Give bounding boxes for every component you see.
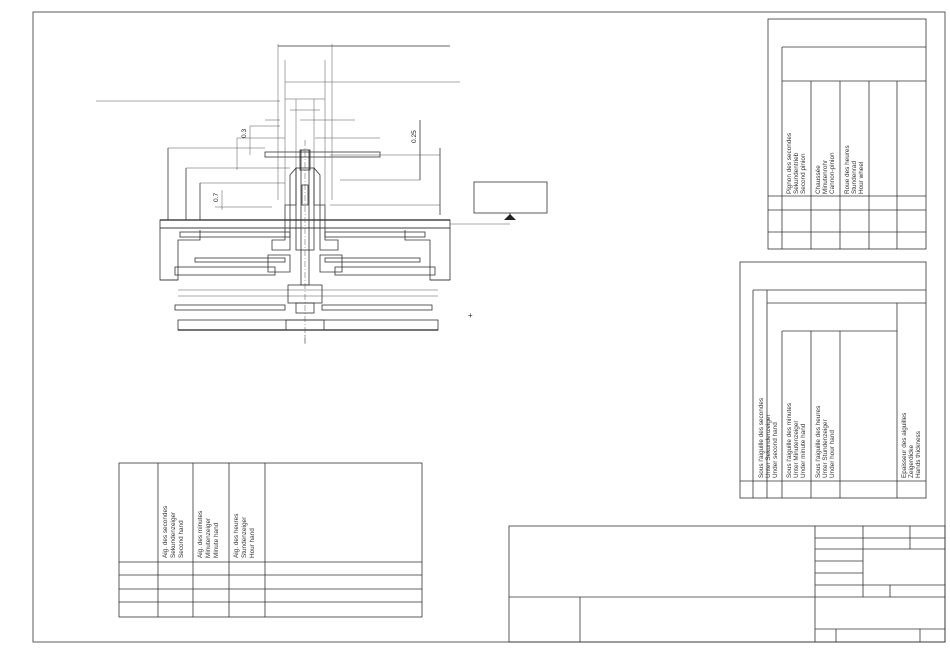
hands-row-minute: Aig. des minutes Minutenzeiger Minute ha… — [197, 511, 220, 558]
hands-fr: Aig. des minutes — [197, 511, 204, 558]
cross-mark: + — [468, 311, 473, 320]
hands-de: Stundenzeiger — [241, 516, 248, 558]
thickness-de: Zeigerdicke — [908, 445, 915, 478]
wheels-row-cannon-pinion: Chaussée Minutenrohr Cannon-pinion — [815, 152, 836, 194]
wheels-fr: Chaussée — [815, 165, 822, 194]
dimension-label-3: 0.25 — [411, 130, 418, 143]
under-row-hour: Sous l'aiguille des heures Unter Stunden… — [815, 406, 836, 478]
under-fr: Sous l'aiguille des heures — [815, 406, 822, 478]
wheels-de: Stundenrad — [851, 161, 858, 194]
thickness-en: Hands thickness — [915, 431, 922, 478]
wheels-de: Minutenrohr — [822, 159, 829, 194]
under-en: Under minute hand — [800, 423, 807, 478]
hands-thickness-header: Epaisseur des aiguilles Zeigerdicke Hand… — [901, 413, 922, 478]
wheels-fr: Pignon des secondes — [786, 133, 793, 194]
datum-triangle-icon — [504, 214, 516, 220]
wheels-en: Cannon-pinion — [829, 152, 836, 194]
wheels-en: Second pinion — [800, 153, 807, 194]
dimension-label-1: 0.3 — [241, 129, 248, 138]
under-de: Unter Sekundenzeiger — [765, 414, 772, 478]
hands-row-hour: Aig. des heures Stundenzeiger Hour hand — [233, 514, 256, 558]
sheet-border — [32, 11, 946, 643]
wheels-en: Hour wheel — [858, 162, 865, 194]
hands-de: Sekundenzeiger — [170, 511, 177, 558]
under-fr: Sous l'aiguille des minutes — [786, 403, 793, 478]
wheels-table: Pignon des secondes Sekundentrieb Second… — [767, 18, 927, 250]
under-row-minute: Sous l'aiguille des minutes Unter Minute… — [786, 403, 807, 478]
wheels-de: Sekundentrieb — [793, 152, 800, 194]
wheels-row-hour-wheel: Roue des heures Stundenrad Hour wheel — [844, 145, 865, 194]
under-de: Unter Minutenzeiger — [793, 420, 800, 478]
hands-en: Minute hand — [213, 522, 220, 558]
dimension-label-2: 0.7 — [213, 193, 220, 202]
hands-de: Minutenzeiger — [205, 517, 212, 558]
hands-en: Hour hand — [249, 528, 256, 558]
hands-fr: Aig. des secondes — [162, 506, 169, 558]
hands-row-second: Aig. des secondes Sekundenzeiger Second … — [162, 506, 185, 558]
thickness-fr: Epaisseur des aiguilles — [901, 413, 908, 478]
under-en: Under hour hand — [829, 430, 836, 478]
hands-fr: Aig. des heures — [233, 514, 240, 558]
datum-box — [473, 181, 548, 214]
cross-section-view: 0.3 0.7 0.25 — [96, 44, 548, 345]
wheels-row-second-pinion: Pignon des secondes Sekundentrieb Second… — [786, 133, 807, 194]
hands-en: Second hand — [178, 520, 185, 558]
under-row-second: Sous l'aiguille des secondes Unter Sekun… — [758, 398, 779, 478]
title-block — [508, 525, 946, 643]
wheels-fr: Roue des heures — [844, 145, 851, 194]
under-en: Under second hand — [772, 422, 779, 478]
under-fr: Sous l'aiguille des secondes — [758, 398, 765, 478]
under-hands-table: Sous l'aiguille des secondes Unter Sekun… — [739, 261, 927, 499]
hands-table: Aig. des secondes Sekundenzeiger Second … — [118, 462, 423, 618]
under-de: Unter Stundenzeiger — [822, 419, 829, 478]
